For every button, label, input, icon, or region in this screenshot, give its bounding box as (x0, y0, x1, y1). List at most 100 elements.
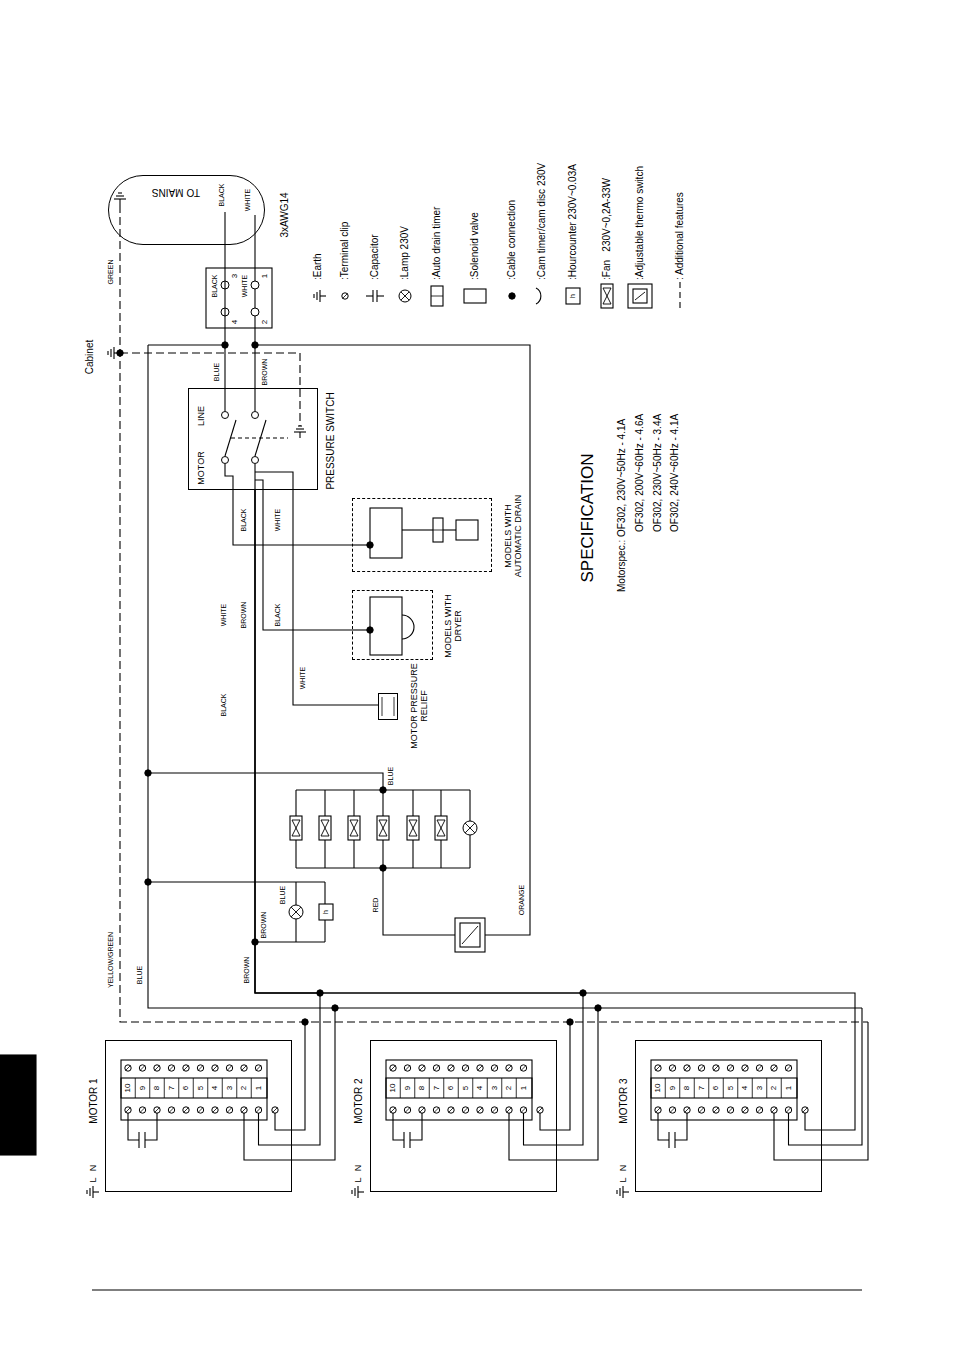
terminal-clip (419, 1107, 425, 1113)
earth-symbol (114, 198, 126, 199)
node-heading: MOTOR 3 (618, 1078, 630, 1123)
terminal-clip (226, 1107, 232, 1113)
wire (353, 840, 354, 868)
wire (557, 1008, 598, 1160)
wire (224, 388, 225, 411)
terminal-clip (684, 1107, 690, 1113)
capacitor-symbol (403, 1132, 404, 1148)
terminal-clip (714, 1066, 719, 1071)
wire (353, 790, 354, 816)
wire (469, 835, 470, 868)
dryer-symbol (370, 597, 402, 655)
terminal-block (752, 1078, 753, 1098)
terminal-clip (670, 1066, 675, 1071)
terminal-clip (213, 1108, 218, 1113)
terminal-clip (478, 1066, 483, 1071)
fan-symbol (435, 816, 447, 840)
cable-connection-dot (509, 293, 515, 299)
wire-label: 6 (446, 1086, 455, 1090)
earth-symbol (351, 1190, 352, 1194)
wire-label: 2 (769, 1086, 778, 1090)
fan-symbol (292, 820, 300, 836)
thermo-switch-symbol (455, 918, 485, 952)
terminal-clip (420, 1108, 425, 1113)
terminal-clip (506, 1065, 512, 1071)
terminal-block (781, 1078, 782, 1098)
page-rule (92, 1289, 862, 1290)
wire (540, 1113, 557, 1130)
wire-label: 3xAWG14 (279, 192, 291, 237)
terminal-block (723, 1078, 724, 1098)
terminal-block (472, 1078, 473, 1098)
terminal-clip (241, 1065, 247, 1071)
terminal-block (458, 1078, 459, 1098)
terminal-clip (255, 1107, 261, 1113)
terminal-block (665, 1078, 666, 1098)
wire (382, 790, 383, 816)
earth-symbol (107, 351, 108, 355)
terminal-clip (727, 1065, 733, 1071)
wire-label: 3 (230, 274, 239, 278)
legend-text: :Auto drain timer (431, 207, 443, 280)
terminal-symbol (251, 281, 259, 289)
lamp-symbol (463, 821, 477, 835)
lamp-symbol (291, 907, 301, 917)
wire-label: BROWN (261, 359, 269, 386)
terminal-clip (728, 1066, 733, 1071)
terminal-clip (391, 1066, 396, 1071)
wire-connector (224, 245, 225, 388)
terminal-block (178, 1078, 179, 1098)
wire (255, 345, 530, 935)
wire-label: OF302, 200V~60Hz - 4.6A (634, 414, 646, 532)
wire-label: 4 (230, 320, 239, 324)
wire-label: BLACK (220, 694, 228, 717)
earth-symbol (294, 431, 306, 432)
wire (324, 920, 325, 942)
wire (295, 919, 296, 942)
thermo-switch-symbol (635, 292, 645, 300)
node-heading: MODELS WITH AUTOMATIC DRAIN (503, 490, 524, 582)
wire (254, 464, 255, 490)
terminal-clip (684, 1065, 690, 1071)
fan-symbol (407, 816, 419, 840)
capacitor-symbol (138, 1132, 139, 1148)
terminal-clip (168, 1107, 174, 1113)
terminal-clip (169, 1066, 174, 1071)
thermo-switch-symbol (628, 284, 652, 308)
mains-cable: TO MAINS (108, 175, 265, 245)
wire-label: WHITE (244, 189, 252, 212)
fan-symbol (437, 820, 445, 836)
pressure-switch-box: PRESSURE SWITCHMOTORLINE (188, 388, 318, 490)
lamp-symbol (399, 290, 411, 302)
wire-label: BLUE (387, 767, 395, 785)
wire (774, 1113, 822, 1160)
earth-symbol (354, 1188, 355, 1196)
terminal-clip (492, 1108, 497, 1113)
lamp-symbol (289, 905, 303, 919)
earth-symbol (86, 1190, 87, 1194)
terminal-clip (198, 1108, 203, 1113)
wire-label: WHITE (220, 604, 228, 627)
lamp-symbol (465, 823, 475, 833)
earth-symbol (320, 295, 326, 296)
earth-wire (120, 353, 300, 426)
wire (822, 1022, 868, 1160)
wire (292, 1008, 335, 1160)
terminal-clip (756, 1065, 762, 1071)
legend-text: :Capacitor (369, 234, 381, 280)
terminal-block (516, 1078, 517, 1098)
node-heading: MOTOR PRESSURE RELIEF (409, 659, 430, 754)
terminal-clip (448, 1065, 454, 1071)
earth-symbol (316, 292, 317, 300)
terminal-clip (227, 1066, 232, 1071)
wire-label: BLACK (211, 275, 219, 298)
terminal-clip (655, 1065, 661, 1071)
hourcounter-symbol (566, 288, 580, 304)
cable-connection-dot (367, 542, 373, 548)
terminal-clip (520, 1065, 526, 1071)
wire (148, 344, 225, 345)
wire (557, 1022, 570, 1130)
terminal-clip (213, 1066, 218, 1071)
wire-label: L (618, 1177, 628, 1182)
